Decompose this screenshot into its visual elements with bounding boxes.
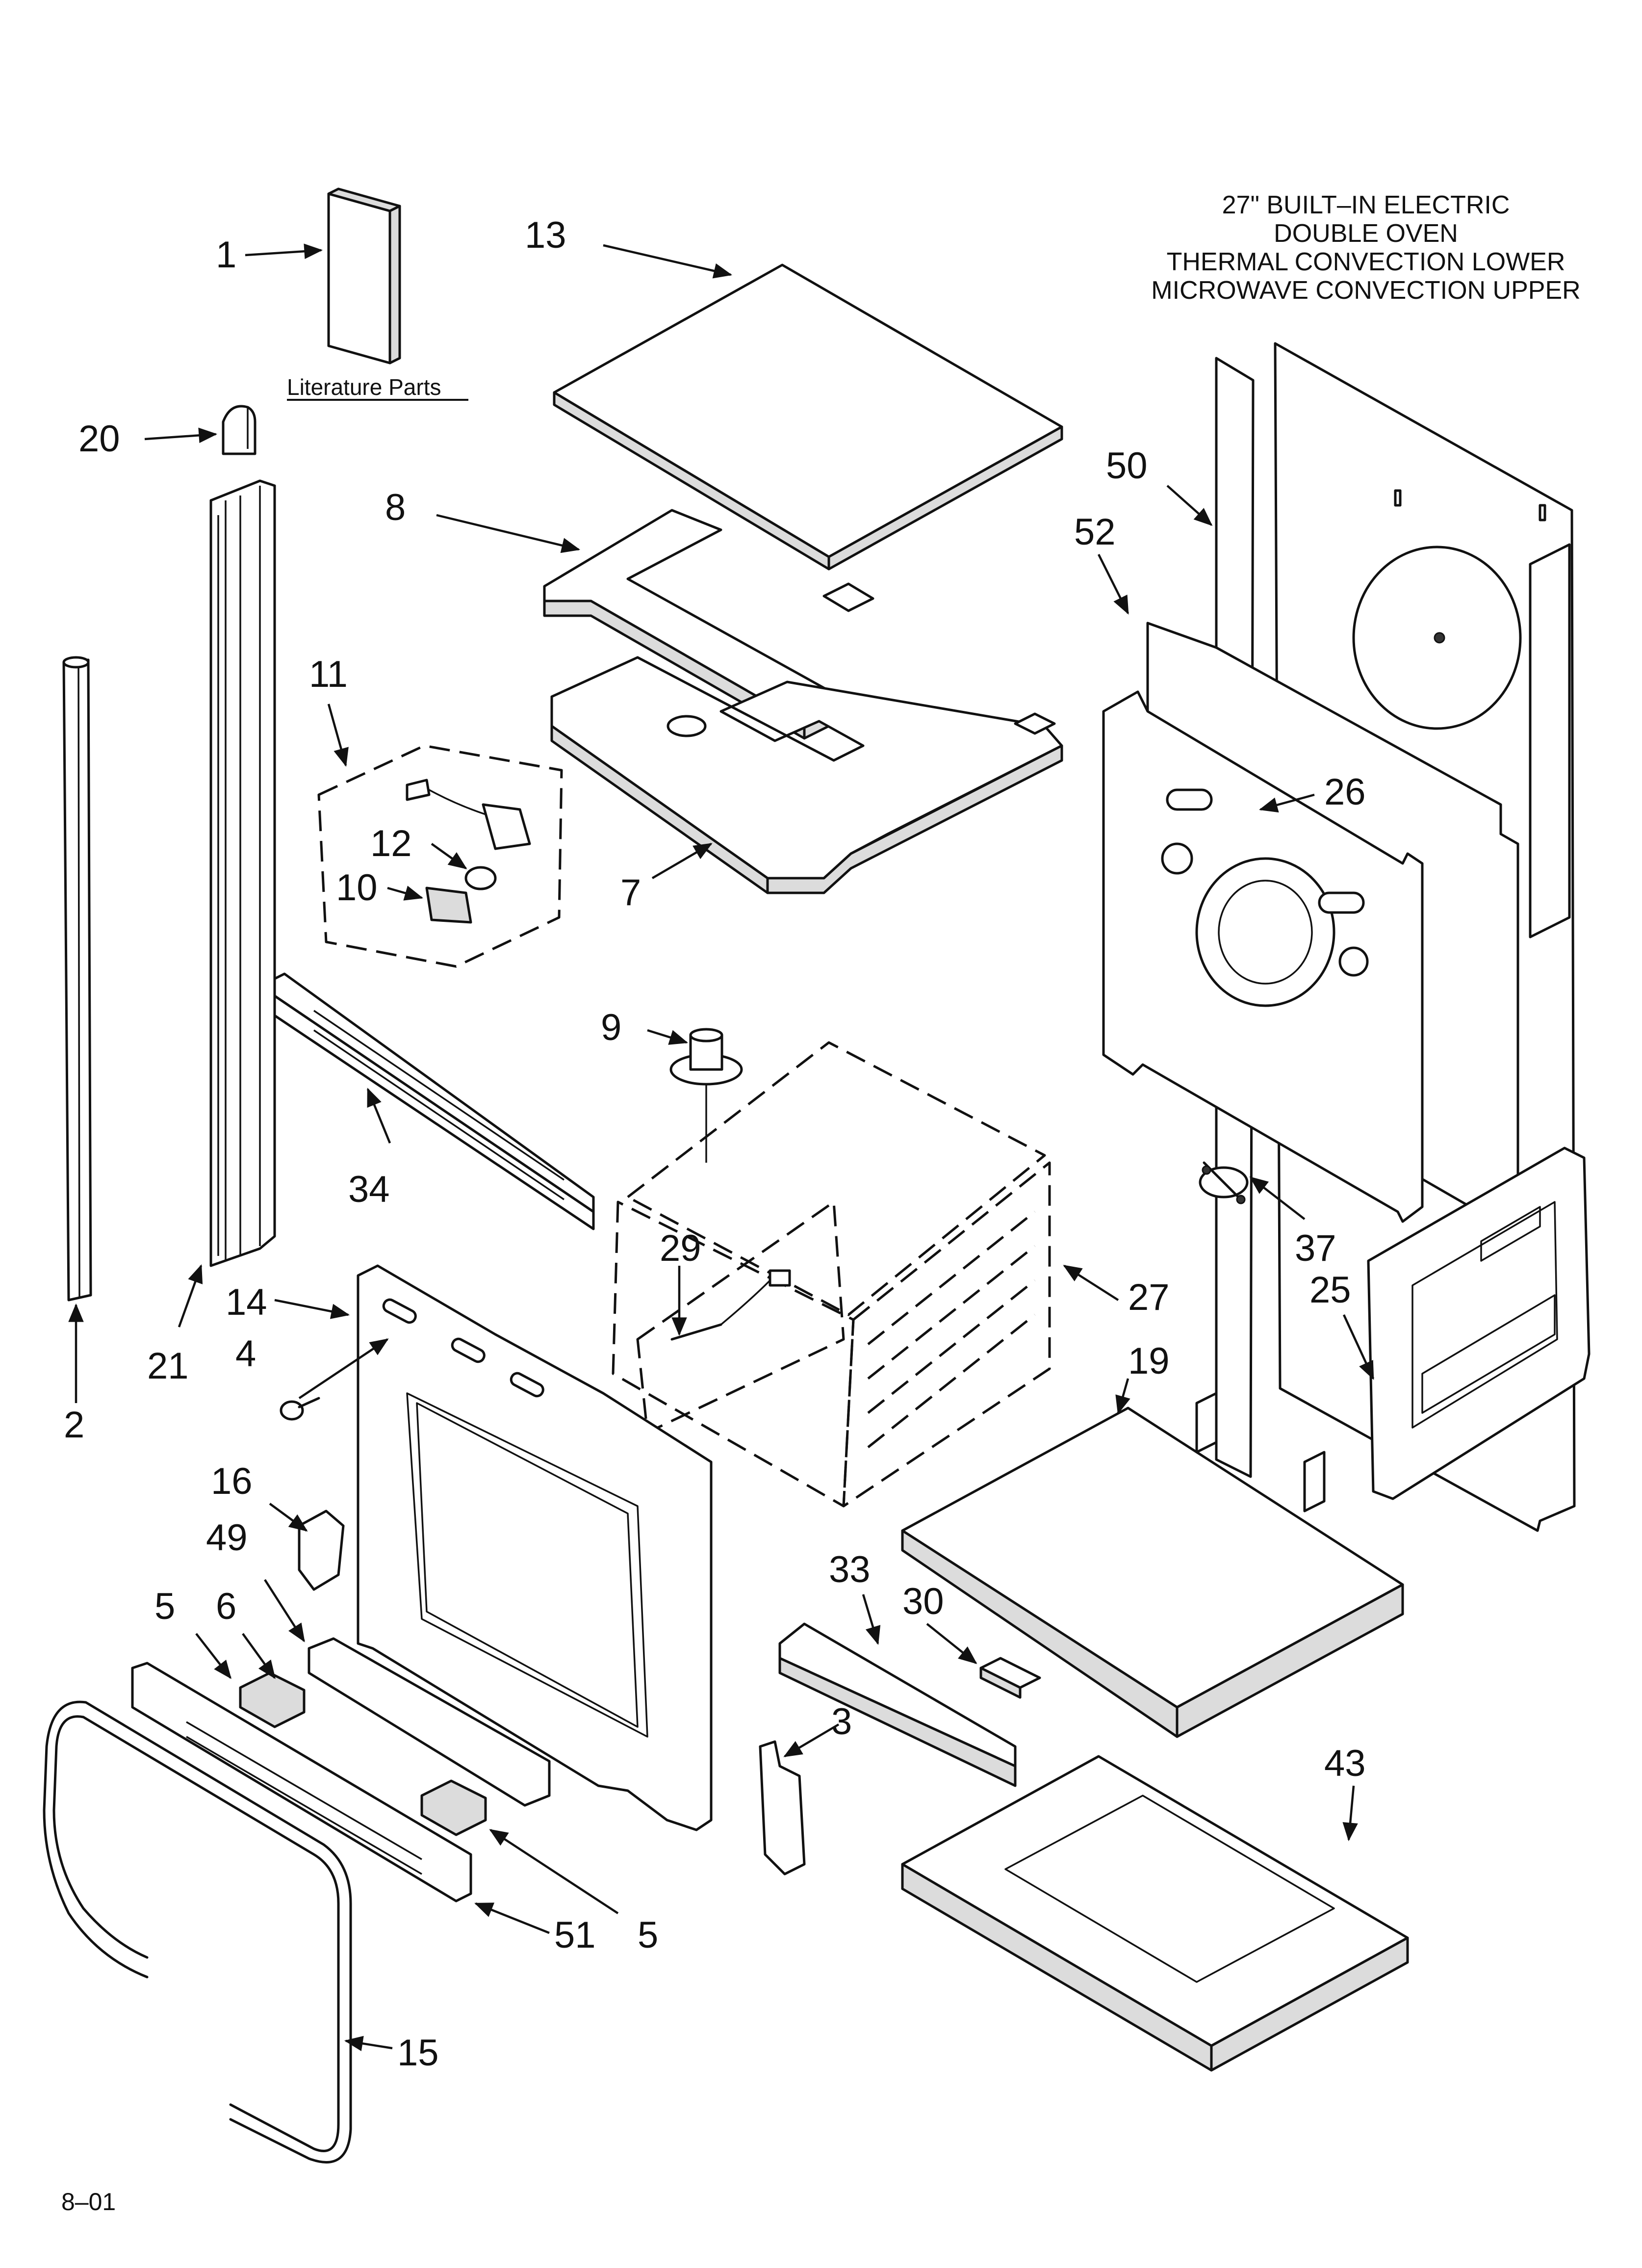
callout-numbers: 1 13 20 8 50 52 11 12 10 7 26 9 34 29 27… (64, 214, 1366, 2074)
callout-16: 16 (211, 1460, 253, 1502)
part-7-top-panel (550, 582, 1063, 894)
callout-50: 50 (1106, 445, 1148, 487)
part-49-vent-piece (308, 1637, 551, 1807)
part-37-thermostat (1199, 1161, 1249, 1204)
callout-7: 7 (620, 872, 641, 913)
callout-5-upper: 5 (154, 1586, 175, 1627)
title-line-3: THERMAL CONVECTION LOWER (1167, 248, 1565, 276)
part-26-rear-wall (1102, 690, 1424, 1223)
callout-20: 20 (78, 418, 120, 460)
part-5-block-upper (420, 1779, 487, 1836)
part-51-bottom-trim (131, 1662, 472, 1903)
title-line-2: DOUBLE OVEN (1274, 219, 1458, 248)
callout-52: 52 (1074, 511, 1116, 553)
part-25-side-panel (1367, 1147, 1591, 1500)
callout-4: 4 (235, 1333, 256, 1375)
callout-27: 27 (1128, 1277, 1170, 1318)
callout-37: 37 (1295, 1227, 1336, 1269)
callout-14: 14 (226, 1281, 267, 1323)
callout-5-lower: 5 (638, 1914, 658, 1956)
callout-19: 19 (1128, 1340, 1170, 1382)
callout-49: 49 (206, 1517, 248, 1559)
part-19-top-cover (901, 1392, 1404, 1738)
part-16-bracket (298, 1510, 345, 1591)
callout-43: 43 (1324, 1743, 1366, 1784)
title-line-4: MICROWAVE CONVECTION UPPER (1151, 276, 1580, 305)
part-2-trim-rod (62, 656, 92, 1302)
callout-3: 3 (831, 1701, 852, 1743)
callout-2: 2 (64, 1404, 84, 1446)
part-6-block (239, 1671, 306, 1728)
callout-29: 29 (660, 1227, 701, 1269)
date-code: 8–01 (61, 2188, 116, 2216)
part-29-sensor (670, 1269, 791, 1341)
callout-34: 34 (348, 1169, 390, 1210)
callout-1: 1 (216, 234, 236, 276)
callout-8: 8 (385, 487, 406, 528)
literature-parts-label: Literature Parts (287, 374, 441, 400)
callout-30: 30 (902, 1581, 944, 1622)
diagram-title: 27" BUILT–IN ELECTRIC DOUBLE OVEN THERMA… (1151, 191, 1580, 305)
callout-33: 33 (829, 1549, 871, 1590)
callout-15: 15 (397, 2032, 439, 2074)
part-21-side-trim (209, 479, 276, 1267)
part-33-channel (778, 1622, 1017, 1787)
part-13-insulation (553, 263, 1063, 571)
callout-leaders (68, 243, 1375, 2051)
callout-13: 13 (525, 214, 566, 256)
callout-9: 9 (601, 1007, 621, 1048)
callout-12: 12 (370, 823, 412, 864)
callout-11: 11 (309, 653, 348, 695)
callout-25: 25 (1309, 1269, 1351, 1311)
part-4-screw (280, 1397, 320, 1421)
part-14-front-frame (357, 1264, 713, 1831)
part-15-gasket (43, 1700, 352, 2164)
callout-21: 21 (147, 1345, 189, 1387)
callout-6: 6 (216, 1586, 236, 1627)
part-34-vent-grille (273, 972, 595, 1230)
callout-26: 26 (1324, 771, 1366, 813)
part-9-fan-motor (669, 1028, 743, 1163)
part-30-clip (979, 1657, 1041, 1699)
part-43-bottom-pan (901, 1755, 1409, 2072)
title-line-1: 27" BUILT–IN ELECTRIC (1222, 191, 1510, 219)
part-20-cap (222, 405, 257, 455)
part-11-light-assembly (317, 744, 563, 968)
part-3-bracket (759, 1740, 806, 1876)
callout-10: 10 (336, 867, 378, 909)
callout-51: 51 (554, 1914, 596, 1956)
part-1-literature: Literature Parts (287, 187, 468, 401)
